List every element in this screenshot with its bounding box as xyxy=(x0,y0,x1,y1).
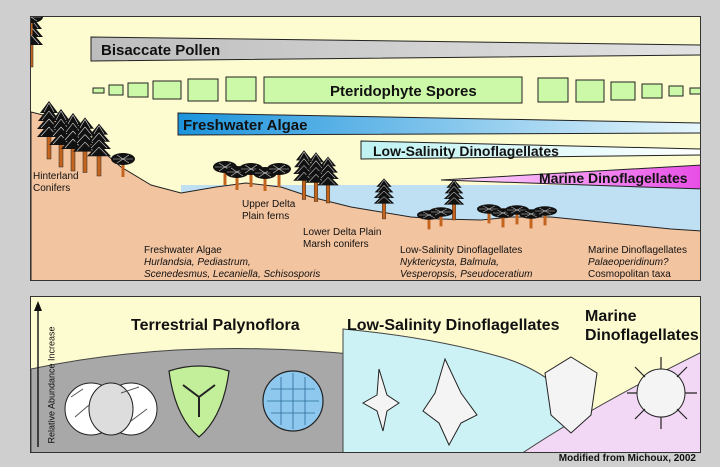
credit-text: Modified from Michoux, 2002 xyxy=(558,453,696,464)
pteridophyte-bar xyxy=(92,76,700,104)
low-salinity-cyst-icon xyxy=(361,357,478,447)
low-salinity-bar-label: Low-Salinity Dinoflagellates xyxy=(373,143,559,159)
low-salinity-label: Low-Salinity Dinoflagellates xyxy=(347,317,560,334)
axis-label: Relative Abundance Increase xyxy=(46,326,57,444)
pteridophyte-label: Pteridophyte Spores xyxy=(330,83,477,100)
land-profile xyxy=(31,111,700,280)
low-salinity-bar xyxy=(360,140,700,160)
marine-bar-label: Marine Dinoflagellates xyxy=(539,170,688,186)
freshwater-bar xyxy=(177,112,700,136)
axis-arrow-icon xyxy=(34,301,42,311)
bisaccate-label: Bisaccate Pollen xyxy=(101,42,220,59)
marine-zone-label: Marine Dinoflagellates Palaeoperidinum? … xyxy=(588,245,687,280)
trilete-spore-icon xyxy=(168,365,230,438)
marine-bar xyxy=(440,164,700,190)
freshwater-zone-label: Freshwater Algae Hurlandsia, Pediastrum,… xyxy=(144,245,321,280)
marine-cyst-icon xyxy=(544,356,697,434)
reticulate-spore-icon xyxy=(262,370,324,432)
low-salinity-zone-label: Low-Salinity Dinoflagellates Nyktericyst… xyxy=(400,245,533,280)
conifer-trees xyxy=(31,17,465,221)
abundance-panel: Relative Abundance Increase Terrestrial … xyxy=(30,296,701,453)
bisaccate-bar xyxy=(90,36,700,62)
fern-clusters xyxy=(31,17,558,230)
bisaccate-pollen-icon xyxy=(64,382,158,436)
freshwater-bar-label: Freshwater Algae xyxy=(183,117,308,134)
abundance-diagram xyxy=(31,301,700,452)
environment-panel: Bisaccate Pollen Pteridophyte Spores Fre… xyxy=(30,16,701,281)
terrestrial-label: Terrestrial Palynoflora xyxy=(131,317,300,334)
environment-diagram: Bisaccate Pollen Pteridophyte Spores Fre… xyxy=(31,17,700,280)
